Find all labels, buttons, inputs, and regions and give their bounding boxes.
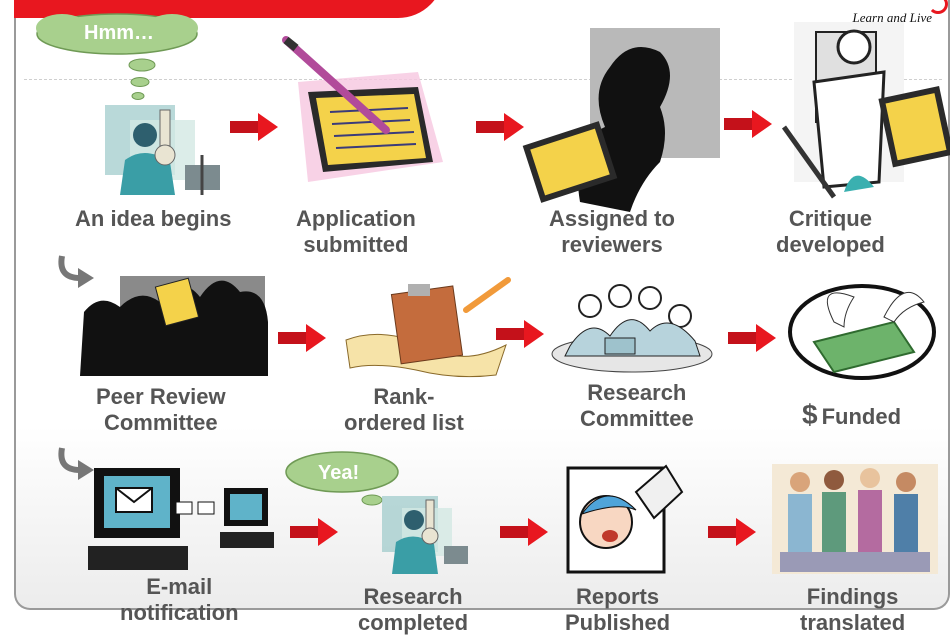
step-email-line2: notification bbox=[120, 600, 239, 625]
flow-arrow-9-icon bbox=[708, 518, 756, 546]
dollar-sign: $ bbox=[802, 399, 818, 430]
step-funded: $Funded bbox=[802, 399, 902, 430]
thought-text-hmm: Hmm… bbox=[84, 22, 155, 44]
flow-arrow-3-icon bbox=[724, 110, 772, 138]
return-curve-arrow-2-icon bbox=[58, 447, 94, 480]
return-curve-arrow-1-icon bbox=[58, 255, 94, 288]
step-application-line2: submitted bbox=[303, 232, 409, 257]
step-critique-line1: Critique bbox=[788, 206, 872, 231]
peer-review-clipart-icon bbox=[80, 276, 268, 376]
flow-arrow-2-icon bbox=[476, 113, 524, 141]
step-peer-line1: Peer Review bbox=[96, 384, 226, 409]
findings-translated-clipart-icon bbox=[772, 464, 938, 574]
flow-arrow-1-icon bbox=[230, 113, 278, 141]
step-critique-developed: Critique developed bbox=[776, 206, 885, 258]
step-rc-line1: Research bbox=[587, 380, 687, 405]
reviewer-clipart-icon bbox=[522, 28, 720, 212]
flow-arrow-5-icon bbox=[496, 320, 544, 348]
flow-arrow-7-icon bbox=[290, 518, 338, 546]
critique-clipart-icon bbox=[781, 22, 950, 199]
step-findings-line1: Findings bbox=[806, 584, 899, 609]
step-peer-review-committee: Peer Review Committee bbox=[96, 384, 226, 436]
step-assigned-line1: Assigned to bbox=[549, 206, 675, 231]
step-application-submitted: Application submitted bbox=[296, 206, 416, 258]
step-rank-line2: ordered list bbox=[344, 410, 464, 435]
tagline: Learn and Live bbox=[852, 10, 932, 25]
flow-arrow-6-icon bbox=[728, 324, 776, 352]
thought-text-yea: Yea! bbox=[318, 462, 360, 484]
step-reports-line2: Published bbox=[565, 610, 671, 635]
step-application-line1: Application bbox=[296, 206, 416, 231]
step-research-committee: Research Committee bbox=[580, 380, 694, 432]
research-committee-clipart-icon bbox=[551, 284, 713, 373]
step-idea-begins: An idea begins bbox=[75, 206, 231, 232]
rank-list-clipart-icon bbox=[345, 277, 511, 378]
reports-published-clipart-icon bbox=[566, 464, 684, 574]
funded-money-clipart-icon bbox=[788, 284, 936, 380]
step-completed-line1: Research bbox=[363, 584, 463, 609]
step-rank-line1: Rank- bbox=[373, 384, 435, 409]
scientist-clipart-icon bbox=[105, 105, 220, 195]
research-completed-clipart-icon bbox=[382, 496, 468, 574]
header-divider bbox=[24, 79, 942, 80]
flow-arrow-8-icon bbox=[500, 518, 548, 546]
step-reports-line1: Reports bbox=[576, 584, 660, 609]
application-clipart-icon bbox=[282, 36, 443, 182]
step-email-line1: E-mail bbox=[146, 574, 213, 599]
step-reports-published: Reports Published bbox=[565, 584, 670, 636]
logo-swoosh-icon bbox=[928, 0, 948, 14]
step-findings-translated: Findings translated bbox=[800, 584, 905, 636]
step-rc-line2: Committee bbox=[580, 406, 694, 431]
step-email-notification: E-mail notification bbox=[120, 574, 239, 626]
step-completed-line2: completed bbox=[358, 610, 469, 635]
step-idea-begins-line1: An idea begins bbox=[75, 206, 232, 231]
step-rank-ordered-list: Rank- ordered list bbox=[344, 384, 464, 436]
thought-cloud-hmm bbox=[36, 13, 198, 100]
step-assigned-line2: reviewers bbox=[561, 232, 663, 257]
step-critique-line2: developed bbox=[776, 232, 885, 257]
flow-arrow-4-icon bbox=[278, 324, 326, 352]
step-research-completed: Research completed bbox=[358, 584, 468, 636]
email-computers-clipart-icon bbox=[88, 468, 274, 570]
step-assigned-reviewers: Assigned to reviewers bbox=[549, 206, 675, 258]
step-findings-line2: translated bbox=[800, 610, 906, 635]
thought-cloud-yea bbox=[285, 451, 399, 506]
step-funded-text: Funded bbox=[821, 404, 902, 429]
step-peer-line2: Committee bbox=[103, 410, 218, 435]
